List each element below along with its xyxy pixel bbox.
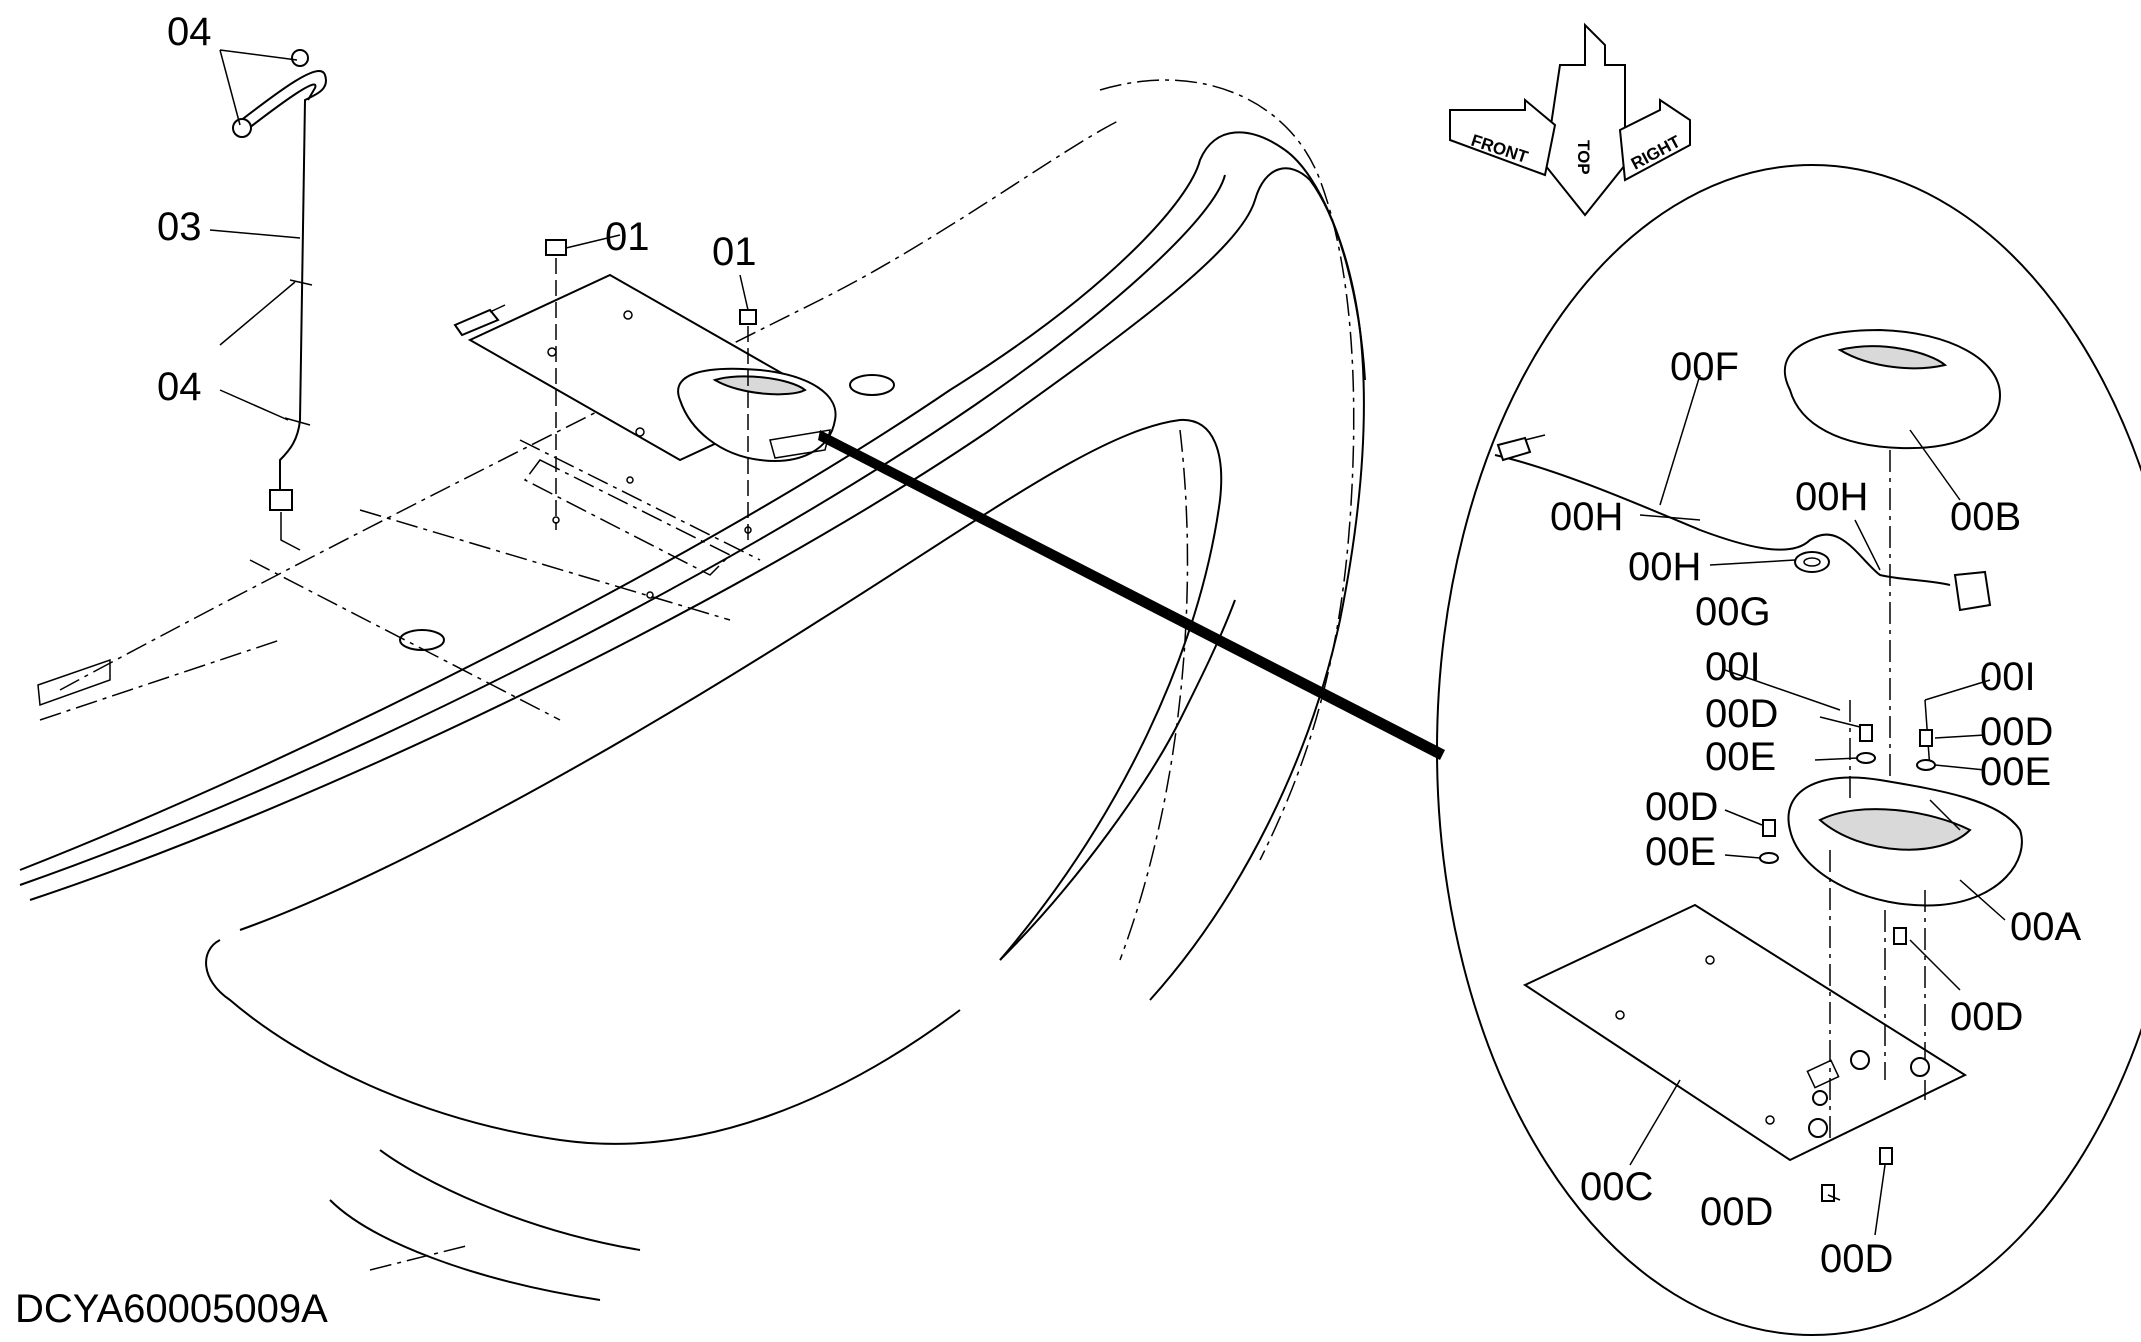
callout-00G: 00G	[1695, 590, 1771, 634]
lamp-cover-00B	[1783, 328, 2002, 450]
work-lamp-assembled	[677, 367, 837, 462]
drawing-code: DCYA60005009A	[15, 1287, 328, 1331]
callout-00D-4: 00D	[1950, 995, 2023, 1039]
orientation-top-label: TOP	[1574, 140, 1593, 175]
leader-lines	[209, 49, 2006, 1236]
hose-clip-04-icon	[232, 49, 313, 426]
orientation-indicator	[1449, 22, 1691, 217]
mounting-plate-00C	[1522, 903, 1968, 1162]
screw-00D-icon	[1762, 724, 1933, 1202]
callout-00E-2: 00E	[1980, 750, 2051, 794]
callout-01-right: 01	[712, 230, 757, 274]
callout-00I-left: 00I	[1705, 645, 1761, 689]
callout-00D-5: 00D	[1700, 1190, 1773, 1234]
connector-plug	[453, 304, 506, 337]
callout-00E-3: 00E	[1645, 830, 1716, 874]
callout-00D-6: 00D	[1820, 1237, 1893, 1281]
bolt-01-left-icon	[545, 239, 567, 530]
cab-body-outline	[19, 79, 1366, 1301]
grommet-00G-icon	[1794, 551, 1830, 573]
callout-00D-2: 00D	[1980, 710, 2053, 754]
callout-00D-1: 00D	[1705, 692, 1778, 736]
callout-00F: 00F	[1670, 345, 1739, 389]
callout-00H-right: 00H	[1795, 475, 1868, 519]
callout-01-left: 01	[605, 215, 650, 259]
callout-03: 03	[157, 205, 202, 249]
callout-00D-3: 00D	[1645, 785, 1718, 829]
washer-hose-03	[234, 70, 327, 551]
callout-04-bottom: 04	[157, 365, 202, 409]
bolt-01-right-icon	[739, 309, 757, 540]
callout-00H-mid: 00H	[1628, 545, 1701, 589]
callout-00A: 00A	[2010, 905, 2081, 949]
callout-00E-1: 00E	[1705, 735, 1776, 779]
callout-00I-right: 00I	[1980, 655, 2036, 699]
detail-leader-line	[818, 430, 1445, 760]
callout-00C: 00C	[1580, 1165, 1653, 1209]
lamp-base-00A	[1787, 776, 2023, 907]
washer-00E-icon	[1759, 752, 1936, 864]
wire-harness-00F	[1494, 434, 1992, 612]
callout-00H-left: 00H	[1550, 495, 1623, 539]
detail-projection-lines	[1829, 450, 1931, 1140]
callout-00B: 00B	[1950, 495, 2021, 539]
nut-icon	[1808, 1050, 1930, 1138]
callout-04-top: 04	[167, 10, 212, 54]
